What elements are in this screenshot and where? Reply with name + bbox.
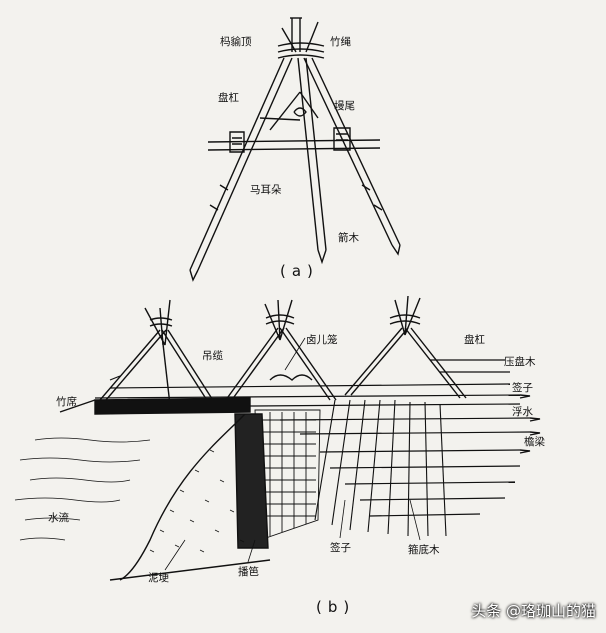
label-arrow-wood: 箭木 (338, 232, 359, 244)
label-water: 水流 (48, 512, 69, 524)
label-ear: 马耳朵 (250, 184, 282, 196)
label-stones: 卤儿笼 (306, 334, 338, 346)
caption-a: (a) (280, 262, 319, 280)
label-stake: 签子 (330, 542, 351, 554)
tripod-a (189, 17, 401, 282)
label-float: 浮水 (512, 406, 533, 418)
label-top: 杩貐顶 (220, 36, 252, 48)
label-weave: 播笆 (238, 566, 259, 578)
label-cross-beam-a: 盘杠 (218, 92, 239, 104)
label-tail: 墁尾 (334, 100, 355, 112)
label-mud: 泥埂 (148, 572, 169, 584)
label-bamboo-rope: 竹绳 (330, 36, 351, 48)
label-beams: 檐梁 (524, 436, 545, 448)
watermark: 头条 @珞珈山的猫 (471, 602, 596, 620)
label-press-wood: 压盘木 (504, 356, 536, 368)
dike-b (14, 295, 541, 581)
caption-b: (b) (316, 598, 356, 616)
label-rail: 签子 (512, 382, 533, 394)
label-cross-beam-b: 盘杠 (464, 334, 485, 346)
label-bottom-wood: 箍底木 (408, 544, 440, 556)
label-bamboo-mat: 竹席 (56, 396, 77, 408)
label-hanging-rope: 吊缆 (202, 350, 223, 362)
